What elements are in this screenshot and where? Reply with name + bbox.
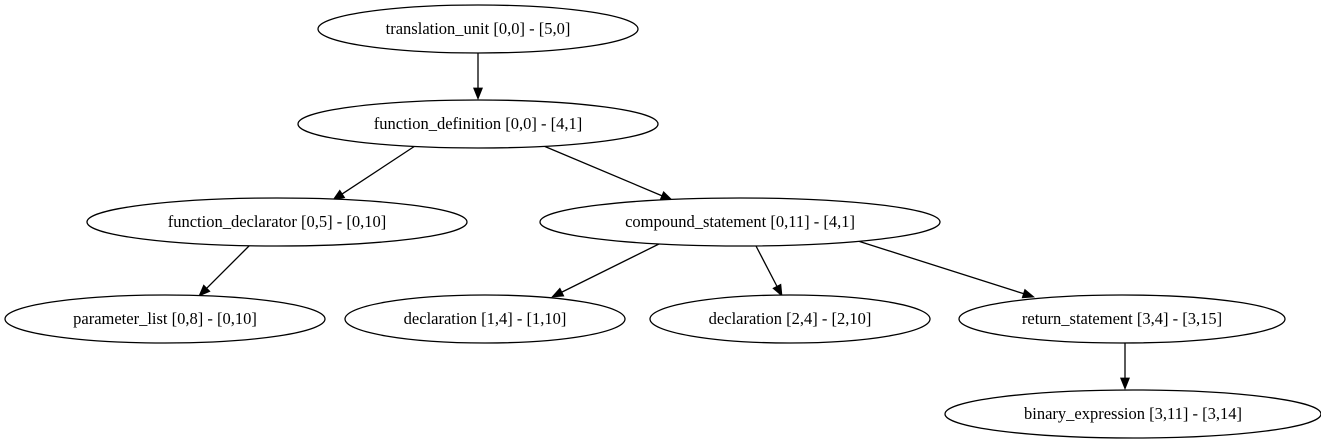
ast-node-function_definition[interactable]: function_definition [0,0] - [4,1] bbox=[297, 99, 659, 149]
node-label: function_declarator [0,5] - [0,10] bbox=[168, 212, 387, 231]
edge-line bbox=[538, 143, 663, 197]
edge-arrowhead-icon bbox=[772, 283, 783, 297]
edge-function_definition-to-compound_statement bbox=[538, 143, 673, 201]
edge-function_definition-to-function_declarator bbox=[332, 143, 419, 201]
node-label: compound_statement [0,11] - [4,1] bbox=[625, 212, 855, 231]
edge-arrowhead-icon bbox=[551, 287, 565, 298]
node-label: function_definition [0,0] - [4,1] bbox=[374, 114, 583, 133]
node-label: parameter_list [0,8] - [0,10] bbox=[73, 309, 257, 328]
node-ellipse[interactable] bbox=[86, 197, 468, 247]
edge-line bbox=[206, 242, 253, 289]
edge-arrowhead-icon bbox=[473, 87, 483, 101]
node-label: return_statement [3,4] - [3,15] bbox=[1022, 309, 1222, 328]
ast-node-compound_statement[interactable]: compound_statement [0,11] - [4,1] bbox=[539, 197, 941, 247]
ast-node-declaration_2[interactable]: declaration [2,4] - [2,10] bbox=[649, 294, 931, 344]
node-ellipse[interactable] bbox=[317, 4, 639, 54]
ast-node-function_declarator[interactable]: function_declarator [0,5] - [0,10] bbox=[86, 197, 468, 247]
edge-line bbox=[857, 240, 1024, 295]
edge-compound_statement-to-declaration_1 bbox=[551, 241, 664, 298]
node-ellipse[interactable] bbox=[944, 389, 1321, 439]
node-ellipse[interactable] bbox=[539, 197, 941, 247]
ast-node-return_statement[interactable]: return_statement [3,4] - [3,15] bbox=[958, 294, 1286, 344]
node-label: binary_expression [3,11] - [3,14] bbox=[1024, 404, 1242, 423]
edge-compound_statement-to-declaration_2 bbox=[755, 245, 783, 297]
node-ellipse[interactable] bbox=[649, 294, 931, 344]
edge-line bbox=[755, 245, 778, 287]
edge-function_declarator-to-parameter_list bbox=[198, 242, 253, 297]
node-label: translation_unit [0,0] - [5,0] bbox=[386, 19, 571, 38]
ast-node-translation_unit[interactable]: translation_unit [0,0] - [5,0] bbox=[317, 4, 639, 54]
edge-translation_unit-to-function_definition bbox=[473, 53, 483, 101]
edges-layer bbox=[198, 53, 1130, 391]
edge-compound_statement-to-return_statement bbox=[857, 240, 1036, 299]
node-label: declaration [1,4] - [1,10] bbox=[404, 309, 567, 328]
edge-return_statement-to-binary_expression bbox=[1120, 343, 1130, 391]
node-ellipse[interactable] bbox=[958, 294, 1286, 344]
node-label: declaration [2,4] - [2,10] bbox=[709, 309, 872, 328]
edge-arrowhead-icon bbox=[659, 190, 673, 201]
node-ellipse[interactable] bbox=[4, 294, 326, 344]
node-ellipse[interactable] bbox=[297, 99, 659, 149]
ast-node-binary_expression[interactable]: binary_expression [3,11] - [3,14] bbox=[944, 389, 1321, 439]
edge-line bbox=[561, 241, 664, 293]
edge-arrowhead-icon bbox=[1120, 377, 1130, 391]
node-ellipse[interactable] bbox=[344, 294, 626, 344]
nodes-layer: translation_unit [0,0] - [5,0] function_d… bbox=[4, 4, 1321, 439]
ast-node-declaration_1[interactable]: declaration [1,4] - [1,10] bbox=[344, 294, 626, 344]
edge-arrowhead-icon bbox=[198, 284, 211, 297]
ast-node-parameter_list[interactable]: parameter_list [0,8] - [0,10] bbox=[4, 294, 326, 344]
edge-arrowhead-icon bbox=[1021, 288, 1036, 299]
edge-line bbox=[341, 143, 419, 195]
